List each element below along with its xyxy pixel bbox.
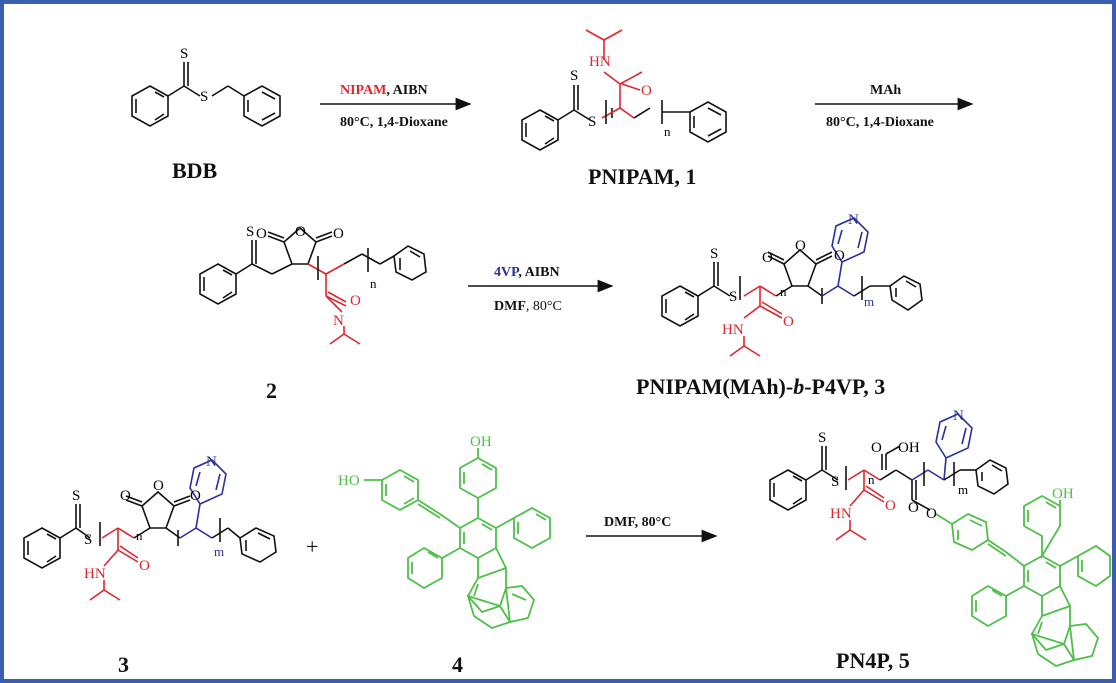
atom-o: O <box>139 558 150 574</box>
atom-s: S <box>818 430 826 446</box>
label-bdb: BDB <box>172 158 218 183</box>
subscript-m: m <box>864 294 874 309</box>
atom-o: O <box>295 224 306 240</box>
atom-o: O <box>926 506 937 522</box>
svg-text:NIPAM, AIBN: NIPAM, AIBN <box>340 83 428 98</box>
plus-sign: + <box>306 534 318 559</box>
atom-hn: HN <box>84 566 106 582</box>
atom-s: S <box>729 289 737 305</box>
solvent-dmf: DMF <box>494 299 526 314</box>
compound-3-left-structure: S S O O O O HN N n m <box>23 454 277 601</box>
atom-oh: OH <box>898 440 920 456</box>
reagent-aibn: , AIBN <box>386 83 427 98</box>
reagent-4vp: 4VP <box>494 265 520 280</box>
atom-oh: OH <box>470 434 492 450</box>
arrow-1: NIPAM, AIBN 80°C, 1,4-Dioxane <box>320 83 472 130</box>
subscript-n: n <box>868 472 875 487</box>
atom-o: O <box>350 293 361 309</box>
arrow-3: 4VP, AIBN DMF, 80°C <box>468 265 614 314</box>
bdb-structure: S S <box>131 46 281 127</box>
atom-s: S <box>710 246 718 262</box>
atom-o: O <box>834 248 845 264</box>
atom-o: O <box>190 488 201 504</box>
atom-o: O <box>762 250 773 266</box>
compound-4-structure: HO OH <box>338 434 551 629</box>
compound-2-structure: S O O O O N n <box>199 224 427 345</box>
atom-o: O <box>871 440 882 456</box>
atom-n: N <box>206 454 217 470</box>
atom-n: N <box>848 212 859 228</box>
compound-3-structure: S S O O O O HN N n m <box>661 212 923 357</box>
atom-s: S <box>180 46 188 62</box>
atom-o: O <box>333 226 344 242</box>
arrow-2: MAh 80°C, 1,4-Dioxane <box>815 83 974 130</box>
atom-s: S <box>84 532 92 548</box>
atom-n: N <box>953 408 964 424</box>
atom-s: S <box>831 474 839 490</box>
atom-o: O <box>120 488 131 504</box>
temperature: , 80°C <box>526 299 562 314</box>
atom-o: O <box>885 498 896 514</box>
label-pnipam: PNIPAM, 1 <box>588 164 696 189</box>
atom-hn: HN <box>589 54 611 70</box>
atom-o: O <box>641 83 652 99</box>
label-pn4p: PN4P, 5 <box>836 648 910 673</box>
atom-s: S <box>72 488 80 504</box>
atom-o: O <box>153 478 164 494</box>
atom-hn: HN <box>830 506 852 522</box>
subscript-m: m <box>214 544 224 559</box>
subscript-n: n <box>780 284 787 299</box>
atom-oh: OH <box>1052 486 1074 502</box>
atom-s: S <box>246 224 254 240</box>
condition-2: 80°C, 1,4-Dioxane <box>826 115 934 130</box>
subscript-n: n <box>664 124 671 139</box>
svg-text:4VP, AIBN: 4VP, AIBN <box>494 265 560 280</box>
reagent-mah: MAh <box>870 83 901 98</box>
atom-hn: HN <box>722 322 744 338</box>
atom-o: O <box>908 500 919 516</box>
atom-s: S <box>570 68 578 84</box>
subscript-n: n <box>370 276 377 291</box>
label-4: 4 <box>452 652 463 677</box>
condition-1: 80°C, 1,4-Dioxane <box>340 115 448 130</box>
reagent-aibn: , AIBN <box>518 265 559 280</box>
atom-o: O <box>795 238 806 254</box>
arrow-4: DMF, 80°C <box>586 515 718 543</box>
condition-4: DMF, 80°C <box>604 515 671 530</box>
label-3-title: PNIPAM(MAh)-b-P4VP, 3 <box>636 374 885 399</box>
atom-s: S <box>588 114 596 130</box>
atom-o: O <box>256 226 267 242</box>
pnipam-structure: S S O HN n <box>521 29 727 151</box>
atom-o: O <box>783 314 794 330</box>
compound-5-structure: S S O OH O O O HN N OH n m <box>769 408 1111 667</box>
atom-ho: HO <box>338 473 360 489</box>
label-3: 3 <box>118 652 129 677</box>
reagent-nipam: NIPAM <box>340 83 386 98</box>
subscript-m: m <box>958 482 968 497</box>
svg-text:DMF, 80°C: DMF, 80°C <box>494 299 562 314</box>
subscript-n: n <box>136 528 143 543</box>
label-2: 2 <box>266 378 277 403</box>
atom-nh: N <box>333 313 344 329</box>
atom-s: S <box>200 89 208 105</box>
